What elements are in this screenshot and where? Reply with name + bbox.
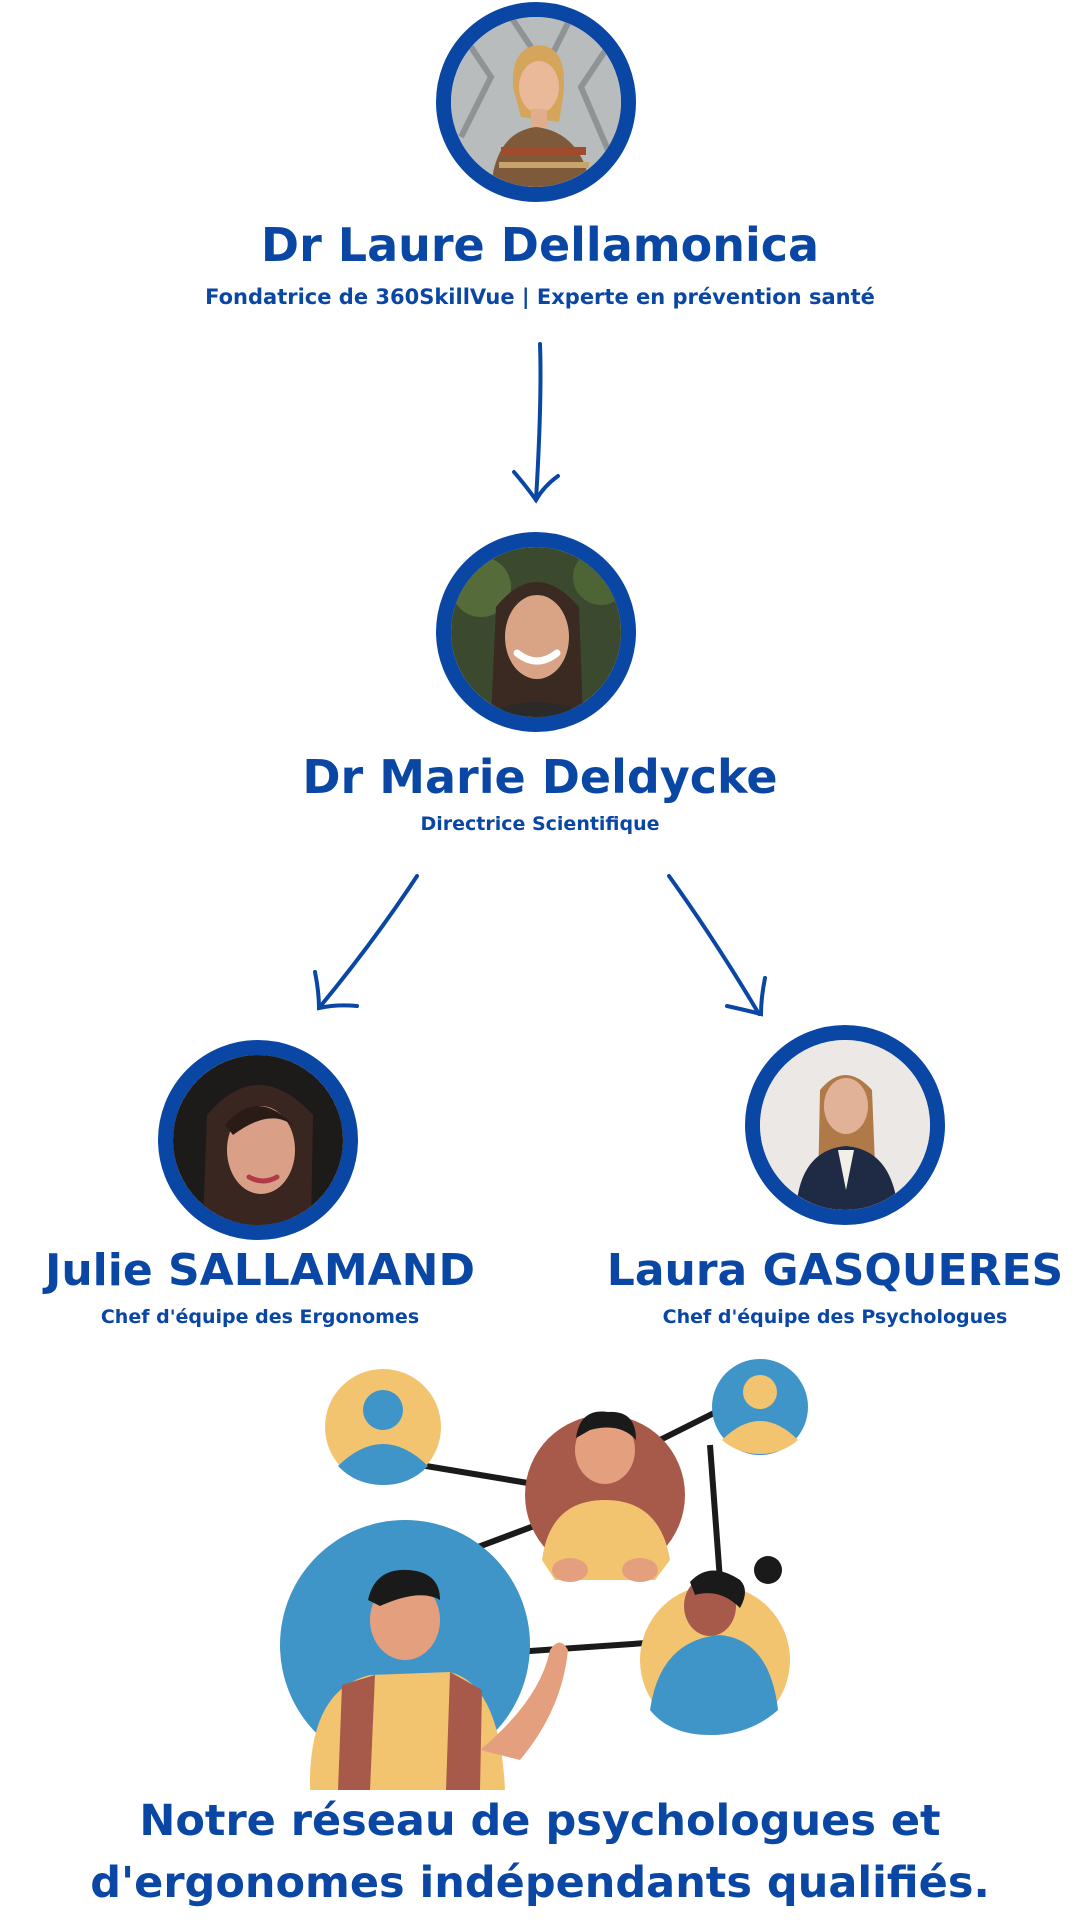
portrait-marie bbox=[451, 547, 621, 717]
person-illustration-left bbox=[280, 1520, 568, 1790]
user-icon-topright bbox=[712, 1359, 808, 1455]
person-role-laura: Chef d'équipe des Psychologues bbox=[662, 1306, 1008, 1328]
person-illustration-right bbox=[640, 1556, 790, 1735]
arrow-down-icon bbox=[512, 342, 560, 504]
avatar-laura-gasqueres bbox=[745, 1025, 945, 1225]
portrait-laure bbox=[451, 17, 621, 187]
person-role-laure: Fondatrice de 360SkillVue | Experte en p… bbox=[205, 285, 875, 309]
network-caption-line1: Notre réseau de psychologues et bbox=[139, 1796, 941, 1846]
person-name-julie: Julie SALLAMAND bbox=[44, 1245, 476, 1296]
person-name-marie: Dr Marie Deldycke bbox=[302, 750, 778, 804]
network-illustration bbox=[280, 1359, 808, 1790]
portrait-laura bbox=[760, 1040, 930, 1210]
user-icon-topleft bbox=[325, 1369, 441, 1485]
avatar-julie-sallamand bbox=[158, 1040, 358, 1240]
network-caption: Notre réseau de psychologues et d'ergono… bbox=[0, 1790, 1080, 1914]
person-role-marie: Directrice Scientifique bbox=[420, 813, 660, 835]
arrow-down-right-icon bbox=[667, 874, 767, 1017]
person-name-laure: Dr Laure Dellamonica bbox=[260, 218, 820, 272]
person-illustration-center bbox=[525, 1411, 685, 1582]
person-role-julie: Chef d'équipe des Ergonomes bbox=[100, 1306, 420, 1328]
network-caption-line2: d'ergonomes indépendants qualifiés. bbox=[90, 1858, 990, 1908]
avatar-laure-dellamonica bbox=[436, 2, 636, 202]
person-name-laura: Laura GASQUERES bbox=[606, 1245, 1064, 1296]
avatar-marie-deldycke bbox=[436, 532, 636, 732]
portrait-julie bbox=[173, 1055, 343, 1225]
arrow-down-left-icon bbox=[313, 874, 419, 1011]
